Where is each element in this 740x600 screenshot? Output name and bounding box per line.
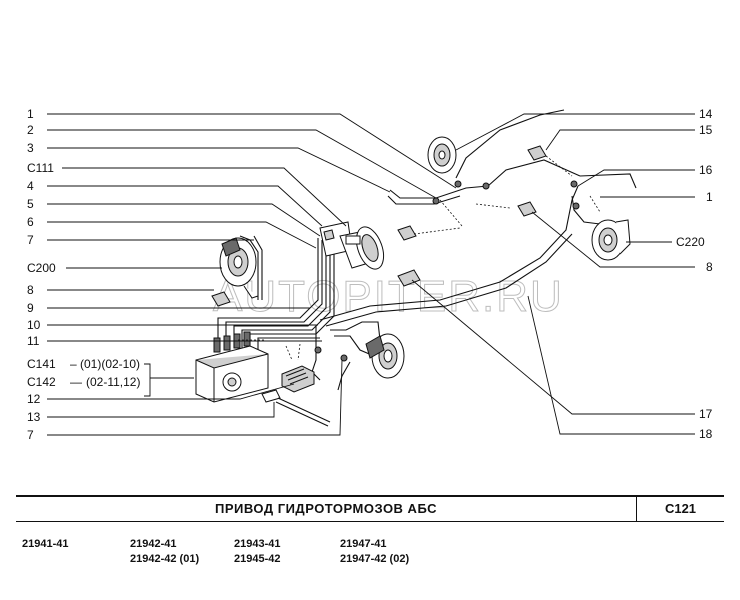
leader-lines-right [411,113,695,435]
callout-c142-suffix: (02-11,12) [86,375,140,389]
title-divider [636,497,637,521]
callout-c142: C142 [27,375,56,389]
model-code: 21942-41 [130,538,177,550]
callout-9: 9 [27,301,34,315]
callout-4: 4 [27,179,34,193]
callout-8r: 8 [706,260,713,274]
callout-c142-dash: — [70,375,82,389]
callout-14: 14 [699,107,713,121]
callout-16: 16 [699,163,713,177]
callout-c141: C141 [27,357,56,371]
model-code: 21947-42 (02) [340,553,410,565]
callout-17: 17 [699,407,713,421]
callout-12: 12 [27,392,41,406]
rear-left-brake [427,136,457,174]
callout-2: 2 [27,123,34,137]
callout-labels-left: 1 2 3 C111 4 5 6 7 C200 8 9 10 11 C141 –… [27,107,140,442]
abs-hydraulic-unit [195,331,269,403]
model-code: 21945-42 [234,553,281,565]
callout-7: 7 [27,233,34,247]
title-bar: ПРИВОД ГИДРОТОРМОЗОВ АБС C121 [16,495,724,522]
callout-3: 3 [27,141,34,155]
sheet-code: C121 [664,501,697,516]
callout-15: 15 [699,123,713,137]
callout-labels-right: 14 15 16 1 C220 8 17 18 [676,107,713,441]
callout-c141-suffix: (01)(02-10) [80,357,140,371]
rear-right-brake [591,219,631,261]
callout-c220: C220 [676,235,705,249]
front-right-brake [365,333,405,379]
indication-arrows [236,155,601,361]
callout-8: 8 [27,283,34,297]
callout-10: 10 [27,318,41,332]
model-code: 21941-41 [22,538,69,550]
callout-5: 5 [27,197,34,211]
callout-7b: 7 [27,428,34,442]
model-code: 21947-41 [340,538,387,550]
abs-control-module [281,365,315,393]
callout-11: 11 [27,334,40,348]
page-title: ПРИВОД ГИДРОТОРМОЗОВ АБС [214,501,438,516]
callout-13: 13 [27,410,41,424]
pipe-fittings [314,180,580,362]
callout-1r: 1 [706,190,713,204]
brake-pipes [217,109,637,391]
model-code: 21943-41 [234,538,281,550]
model-code: 21942-42 (01) [130,553,200,565]
callout-1: 1 [27,107,34,121]
callout-c111: C111 [27,161,54,175]
leader-lines-left [47,113,457,436]
front-left-brake [219,237,259,299]
wheel-speed-sensor [261,389,331,427]
callout-c141-dash: – [70,357,77,371]
callout-c200: C200 [27,261,56,275]
pipe-clips [211,145,547,307]
callout-6: 6 [27,215,34,229]
brake-system-diagram: AUTOPITER.RU [27,107,713,442]
callout-18: 18 [699,427,713,441]
watermark: AUTOPITER.RU [213,272,564,321]
